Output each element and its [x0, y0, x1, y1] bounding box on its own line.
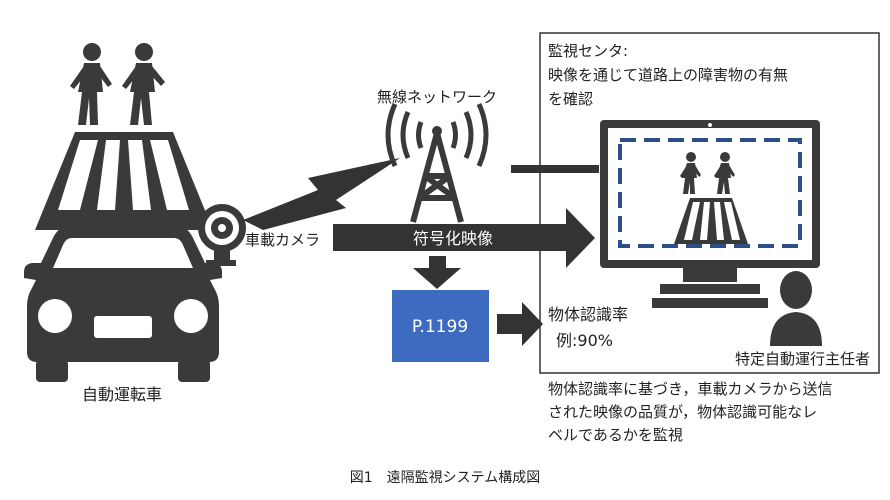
monitoring-center-title: 監視センタ: — [548, 42, 628, 60]
recognition-rate-example: 例:90% — [556, 331, 613, 350]
recognition-rate-label: 物体認識率 — [548, 305, 628, 324]
note-line: ベルであるかを監視 — [548, 426, 683, 444]
right-arrow — [497, 302, 543, 346]
monitor-icon — [600, 120, 820, 308]
encoded-video-arrow — [333, 208, 595, 268]
crosswalk-stripes — [58, 140, 189, 210]
p1199-box — [392, 290, 489, 362]
car-icon — [24, 225, 222, 382]
screen-crosswalk — [684, 202, 740, 240]
monitoring-center-desc: を確認 — [548, 90, 593, 108]
network-label: 無線ネットワーク — [377, 88, 497, 106]
vehicle-icon-group — [24, 43, 246, 382]
camera-icon — [198, 204, 246, 266]
camera-label: 車載カメラ — [245, 231, 320, 249]
note-line: された映像の品質が，物体認識可能なレ — [548, 403, 817, 421]
pedestrian-icon — [70, 43, 112, 125]
encoded-video-label: 符号化映像 — [413, 229, 493, 248]
road-icon — [35, 132, 213, 230]
figure-caption: 図1 遠隔監視システム構成図 — [350, 469, 541, 486]
operator-icon — [770, 271, 822, 346]
vehicle-label: 自動運転車 — [82, 385, 162, 404]
monitoring-center-desc: 映像を通じて道路上の障害物の有無 — [548, 66, 788, 84]
pedestrian-icon — [122, 43, 165, 125]
screen-pedestrian-icon — [714, 152, 735, 194]
note-line: 物体認識率に基づき，車載カメラから送信 — [548, 380, 833, 398]
antenna-tip — [432, 126, 442, 136]
connector-bar — [511, 165, 599, 173]
p1199-label: P.1199 — [412, 317, 468, 337]
down-arrow — [413, 256, 461, 289]
operator-label: 特定自動運行主任者 — [735, 350, 870, 368]
detection-frame — [618, 138, 802, 248]
screen-pedestrian-icon — [680, 152, 701, 194]
antenna-icon — [385, 102, 489, 223]
monitoring-center-frame — [539, 32, 880, 374]
wireless-link-icon — [243, 158, 400, 230]
